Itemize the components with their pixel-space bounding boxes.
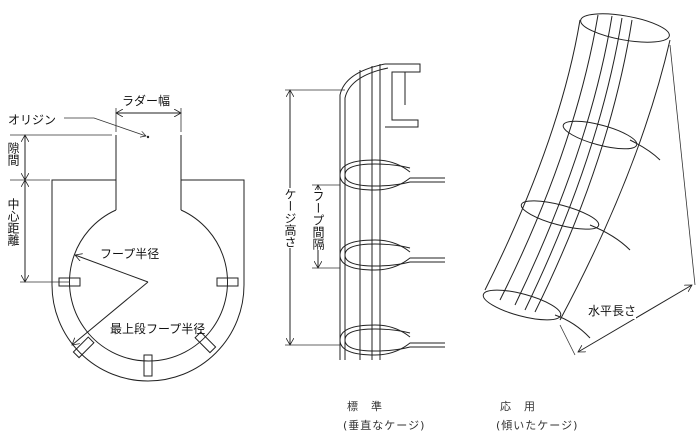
horizontal-length-label: 水平長さ bbox=[588, 302, 637, 319]
hoop-spacing-label: フープ間隔 bbox=[310, 190, 327, 250]
vertical-cage bbox=[285, 63, 445, 360]
cage-height-label: ケージ高さ bbox=[282, 188, 299, 248]
clearance-label: 隙間 bbox=[5, 142, 22, 166]
standard-caption-sub: (垂直なケージ) bbox=[343, 419, 426, 432]
bracket bbox=[143, 354, 153, 377]
applied-caption-title: 応 用 bbox=[500, 400, 536, 413]
bracket bbox=[58, 277, 81, 287]
center-distance-label: 中心距離 bbox=[5, 198, 22, 246]
ladder-width-label: ラダー幅 bbox=[122, 94, 171, 108]
bracket bbox=[194, 331, 217, 354]
bracket bbox=[216, 277, 239, 287]
hoop-radius-label: フープ半径 bbox=[100, 247, 160, 261]
tilted-cage bbox=[482, 13, 696, 356]
standard-caption-title: 標 準 bbox=[347, 400, 383, 413]
applied-caption-sub: (傾いたケージ) bbox=[496, 419, 579, 432]
top-hoop-radius-label: 最上段フープ半径 bbox=[110, 322, 206, 336]
bracket bbox=[72, 336, 95, 359]
origin-label: オリジン bbox=[8, 113, 57, 127]
plan-view bbox=[10, 108, 245, 382]
hoops bbox=[339, 159, 445, 356]
